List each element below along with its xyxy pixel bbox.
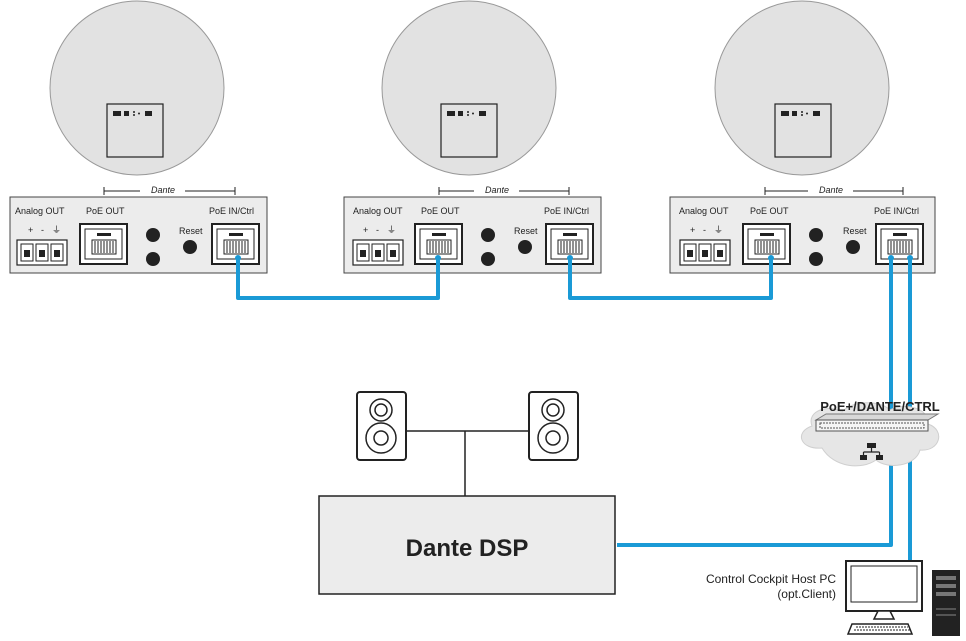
monitor-icon	[845, 560, 923, 620]
led-icon	[481, 228, 495, 242]
network-cables	[236, 258, 912, 563]
rj45-poe-out-icon	[79, 223, 128, 265]
rj45-poe-out-icon	[742, 223, 791, 265]
terminal-ground: ⏚	[387, 225, 396, 235]
reset-label: Reset	[179, 226, 203, 236]
rj45-poe-in-icon	[211, 223, 260, 265]
terminal-block-icon	[16, 239, 68, 266]
terminal-block-icon	[679, 239, 731, 266]
poe-out-label: PoE OUT	[86, 206, 125, 216]
analog-out-label: Analog OUT	[679, 206, 729, 216]
network-topology-icon	[860, 443, 883, 460]
pc-label-line1: Control Cockpit Host PC	[706, 572, 836, 586]
ceiling-speaker-1	[49, 0, 225, 176]
reset-button-icon	[846, 240, 860, 254]
poe-out-label: PoE OUT	[750, 206, 789, 216]
cable-2-to-3	[568, 258, 773, 300]
reset-button-icon	[183, 240, 197, 254]
terminal-plus: +	[28, 225, 33, 235]
device-panel-3: Dante Analog OUT PoE OUT PoE IN/Ctrl Res…	[669, 184, 936, 274]
dante-logo: Dante	[819, 185, 843, 195]
dante-dsp-box: Dante DSP	[318, 495, 616, 595]
poe-in-label: PoE IN/Ctrl	[209, 206, 254, 216]
studio-monitor-right-icon	[528, 391, 579, 461]
dante-logo: Dante	[151, 185, 175, 195]
pc-label-line2: (opt.Client)	[777, 587, 836, 601]
reset-label: Reset	[514, 226, 538, 236]
led-icon	[809, 228, 823, 242]
poe-in-label: PoE IN/Ctrl	[544, 206, 589, 216]
reset-button-icon	[518, 240, 532, 254]
poe-out-label: PoE OUT	[421, 206, 460, 216]
terminal-block-icon	[352, 239, 404, 266]
device-panel-2: Dante Analog OUT PoE OUT PoE IN/Ctrl Res…	[343, 184, 602, 274]
device-panel-1: Dante Analog OUT PoE OUT PoE IN/Ctrl Res…	[9, 184, 268, 274]
analog-out-label: Analog OUT	[353, 206, 403, 216]
terminal-minus: -	[703, 225, 706, 235]
led-icon	[809, 252, 823, 266]
pc-tower-icon	[932, 570, 960, 636]
led-icon	[146, 252, 160, 266]
reset-label: Reset	[843, 226, 867, 236]
terminal-ground: ⏚	[714, 225, 723, 235]
keyboard-icon	[846, 623, 914, 635]
network-label: PoE+/DANTE/CTRL	[820, 399, 940, 414]
terminal-minus: -	[376, 225, 379, 235]
poe-in-label: PoE IN/Ctrl	[874, 206, 919, 216]
network-switch-icon	[814, 413, 940, 432]
ceiling-speaker-2	[381, 0, 557, 176]
speaker-wiring	[406, 430, 529, 496]
cable-switch-to-dsp	[617, 452, 893, 547]
dante-logo: Dante	[485, 185, 509, 195]
dsp-label: Dante DSP	[406, 535, 529, 562]
ceiling-speaker-3	[714, 0, 890, 176]
cable-1-to-2	[236, 258, 440, 300]
terminal-plus: +	[690, 225, 695, 235]
analog-out-label: Analog OUT	[15, 206, 65, 216]
studio-monitor-left-icon	[356, 391, 407, 461]
terminal-plus: +	[363, 225, 368, 235]
led-icon	[481, 252, 495, 266]
led-icon	[146, 228, 160, 242]
rj45-poe-in-icon	[545, 223, 594, 265]
terminal-ground: ⏚	[52, 225, 61, 235]
terminal-minus: -	[41, 225, 44, 235]
rj45-poe-in-icon	[875, 223, 924, 265]
